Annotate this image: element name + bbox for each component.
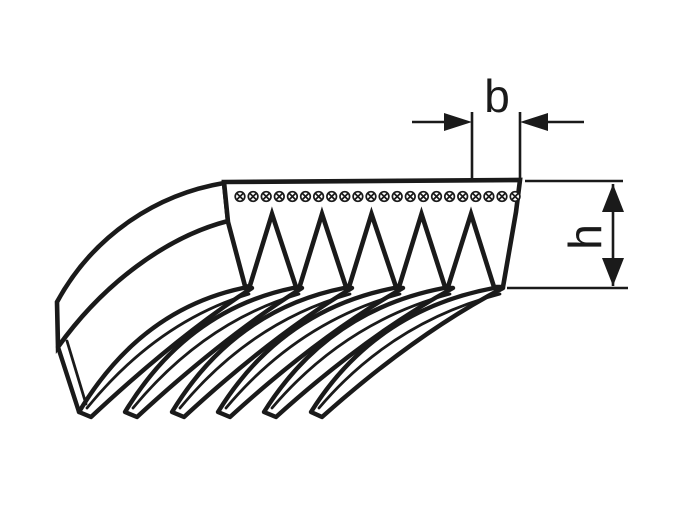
rib-band: [215, 285, 406, 420]
rib-band: [169, 285, 355, 420]
arrow-up-icon: [602, 184, 624, 212]
rib-band-highlight: [270, 292, 452, 410]
cord-cross-icon: [288, 192, 297, 201]
belt-front-face: [221, 177, 523, 290]
cord-cross-icon: [419, 192, 428, 201]
belt-ribs-3d: [55, 285, 506, 420]
rib-band-highlight: [85, 292, 251, 410]
arrow-left-icon: [520, 113, 548, 131]
b-dimension-label: b: [484, 70, 510, 122]
h-dimension-label: h: [559, 224, 611, 250]
rib-band-highlight: [224, 292, 402, 410]
cord-cross-icon: [380, 192, 388, 201]
cord-cross-icon: [249, 192, 257, 201]
cord-cross-icon: [458, 192, 467, 201]
cord-cross-icon: [301, 192, 310, 201]
rib-band-highlight: [178, 292, 352, 410]
rib-band: [76, 285, 255, 420]
cord-band: [234, 190, 521, 203]
left-end-flank-edge: [55, 344, 82, 415]
cord-cross-icon: [262, 192, 271, 201]
cord-cross-icon: [485, 192, 493, 201]
rib-band: [122, 285, 305, 420]
b-extension-lines: [470, 112, 522, 181]
rib-band-highlight: [131, 292, 301, 410]
cord-cross-icon: [393, 192, 402, 201]
cord-cross-icon: [432, 192, 441, 201]
cord-cross-icon: [445, 192, 454, 201]
rib-band: [308, 285, 506, 420]
cord-cross-icon: [367, 192, 375, 201]
arrow-right-icon: [444, 113, 472, 131]
cord-cross-icon: [340, 192, 349, 201]
belt-back-strip: [54, 180, 231, 354]
cord-cross-icon: [354, 192, 362, 201]
cord-cross-icon: [511, 192, 519, 201]
cord-cross-icon: [498, 192, 506, 201]
rib-band: [261, 285, 456, 420]
cord-cross-icon: [275, 192, 284, 201]
cord-cross-icon: [236, 192, 244, 201]
left-end-flank-highlight: [65, 339, 88, 406]
rib-band-highlight: [317, 292, 502, 410]
dimension-h: h: [507, 179, 628, 290]
cord-cross-icon: [327, 192, 336, 201]
dimension-b: b: [412, 70, 584, 181]
cord-cross-icon: [471, 192, 480, 201]
h-extension-lines: [507, 179, 628, 290]
cord-cross-icon: [406, 192, 415, 201]
cord-cross-icon: [314, 192, 323, 201]
arrow-down-icon: [602, 258, 624, 286]
